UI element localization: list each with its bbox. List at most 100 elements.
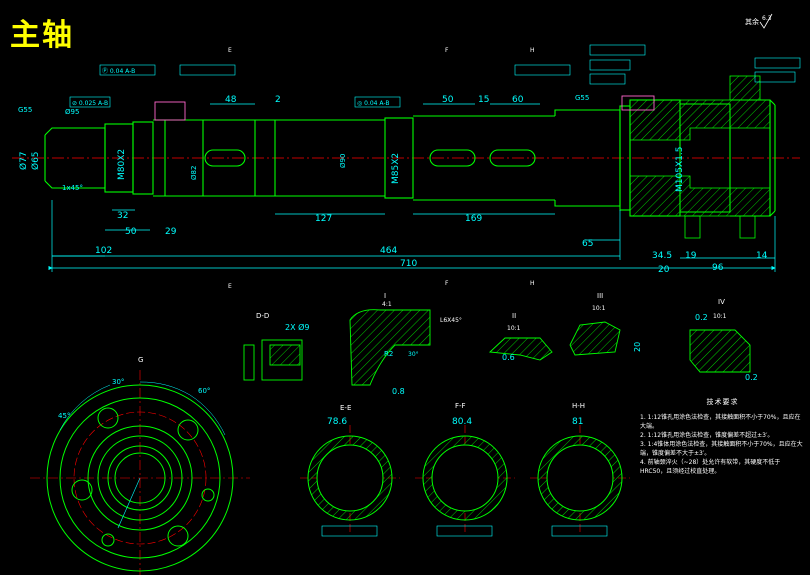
section-label-e: E-E — [340, 404, 351, 412]
note-item-4: 4. 前轴颈淬火（~28）处允许有软带，其硬度不低于HRC50，且须经过校直处理… — [640, 459, 781, 475]
detail-dd — [243, 339, 303, 381]
dimension-lines — [48, 103, 776, 272]
section-h-dia: 81 — [572, 417, 583, 427]
svg-text:F: F — [445, 280, 449, 287]
flange-view-g — [30, 370, 250, 575]
roughness-label: 其余 — [745, 17, 759, 26]
scale-i: 4:1 — [382, 301, 392, 308]
dim-length-19: 19 — [685, 251, 697, 261]
tolerance-frame-2: ⊘ 0.025 A-B — [72, 100, 108, 107]
flange-slot-2 — [739, 215, 756, 239]
hatch-flange-top — [629, 99, 771, 141]
scale-iii: 10:1 — [592, 305, 606, 312]
roughness-value: 6.3 — [762, 15, 772, 22]
dim-length-29: 29 — [165, 227, 177, 237]
detail-i-08: 0.8 — [392, 387, 405, 396]
diameter-texts: Ø77 Ø65 M80X2 Ø82 M85X2 Ø90 M105X1.5 — [18, 147, 685, 192]
g-angle-60: 60° — [198, 387, 210, 395]
flange-slot — [684, 215, 701, 239]
detail-iv-hatch — [689, 329, 751, 373]
note-item-1: 1. 1:12锥孔用涂色法检查，其接触面积不小于70%，且应在大端。 — [640, 414, 801, 430]
section-label-iv: IV — [718, 298, 725, 306]
note-item-2: 2. 1:12锥孔用涂色法检查，锥度偏差不超过±3′。 — [640, 432, 774, 439]
notes-title: 技术要求 — [706, 398, 739, 406]
scale-iv: 10:1 — [713, 313, 727, 320]
section-f — [415, 425, 515, 537]
dim-length-32: 32 — [117, 211, 128, 221]
dim-length-102: 102 — [95, 246, 112, 256]
tolerance-frame-3: ◎ 0.04 A-B — [357, 100, 389, 107]
drawing-title: 主轴 — [10, 18, 74, 53]
detail-iv-02a: 0.2 — [695, 313, 708, 322]
svg-text:E: E — [228, 47, 232, 54]
dim-length-96: 96 — [712, 263, 724, 273]
dim-total-length: 710 — [400, 259, 417, 269]
detail-i-30: 30° — [408, 351, 419, 358]
scale-ii: 10:1 — [507, 325, 521, 332]
detail-iv-02b: 0.2 — [745, 373, 758, 382]
dim-g55-right: G55 — [575, 94, 589, 102]
dim-length-50: 50 — [125, 227, 137, 237]
marker-box-left — [154, 101, 186, 121]
dia-77: Ø77 — [18, 151, 29, 170]
dim-length-127: 127 — [315, 214, 332, 224]
svg-text:H: H — [530, 47, 535, 54]
dim-length-60: 60 — [512, 95, 524, 105]
dim-length-50-top: 50 — [442, 95, 454, 105]
dim-length-464: 464 — [380, 246, 397, 256]
detail-i-hatch — [349, 309, 431, 386]
dim-length-48: 48 — [225, 95, 237, 105]
section-h — [530, 425, 630, 537]
dia-105: M105X1.5 — [675, 147, 685, 192]
marker-box-right — [621, 95, 655, 111]
detail-i-r2: R2 — [384, 350, 393, 358]
dia-85: M85X2 — [391, 153, 401, 184]
dim-g55: G55 — [18, 106, 32, 114]
roughness-symbol-icon — [759, 13, 773, 29]
section-label-dd: D-D — [256, 312, 269, 320]
section-label-h: H-H — [572, 402, 585, 410]
dim-dia-95: Ø95 — [65, 108, 79, 116]
note-item-3: 3. 1:4锥体用涂色法检查，其接触面积不小于70%，且应在大端，锥度偏差不大于… — [640, 441, 803, 457]
section-label-f: F-F — [455, 402, 466, 410]
dim-length-65: 65 — [582, 239, 593, 249]
svg-text:F: F — [445, 47, 449, 54]
dim-chamfer: 1x45° — [62, 184, 83, 192]
dia-80: M80X2 — [117, 149, 127, 180]
dd-29: 2X Ø9 — [285, 322, 310, 332]
detail-iii-hatch — [569, 321, 621, 356]
tolerance-frames: Ⓟ 0.04 A-B ⊘ 0.025 A-B ◎ 0.04 A-B — [69, 44, 801, 108]
detail-iii-20: 20 — [633, 342, 642, 352]
dim-length-34-5: 34.5 — [652, 251, 672, 261]
dia-90: Ø90 — [339, 154, 347, 168]
detail-ii-hatch — [488, 337, 553, 361]
tolerance-frame-1: Ⓟ 0.04 A-B — [102, 67, 135, 75]
dim-length-169: 169 — [465, 214, 482, 224]
technical-notes: 技术要求 1. 1:12锥孔用涂色法检查，其接触面积不小于70%，且应在大端。 … — [640, 398, 805, 476]
section-f-dia: 80.4 — [452, 417, 472, 427]
detail-i-chamfer: L6X45° — [440, 317, 462, 324]
g-angle-30: 30° — [112, 378, 124, 386]
dim-length-15: 15 — [478, 95, 489, 105]
section-label-g: G — [138, 356, 143, 364]
dia-82: Ø82 — [190, 166, 198, 180]
svg-text:H: H — [530, 280, 535, 287]
dim-length-14: 14 — [756, 251, 768, 261]
g-angle-45: 45° — [58, 412, 70, 420]
dia-65: Ø65 — [30, 151, 41, 170]
section-label-ii: II — [512, 312, 516, 320]
section-label-iii: III — [597, 292, 603, 300]
dim-length-2: 2 — [275, 95, 281, 105]
hatch-flange-bottom — [629, 175, 771, 217]
section-markers: E F H E F H — [228, 47, 535, 290]
detail-ii-06: 0.6 — [502, 353, 515, 362]
section-e-dia: 78.6 — [327, 417, 347, 427]
hatch-flange-lug — [729, 75, 761, 101]
section-label-i: I — [384, 292, 386, 300]
section-e — [300, 425, 400, 537]
dim-length-20: 20 — [658, 265, 670, 275]
svg-text:E: E — [228, 283, 232, 290]
dimension-texts: 710 464 102 127 169 50 29 32 65 34.5 20 … — [18, 94, 768, 275]
